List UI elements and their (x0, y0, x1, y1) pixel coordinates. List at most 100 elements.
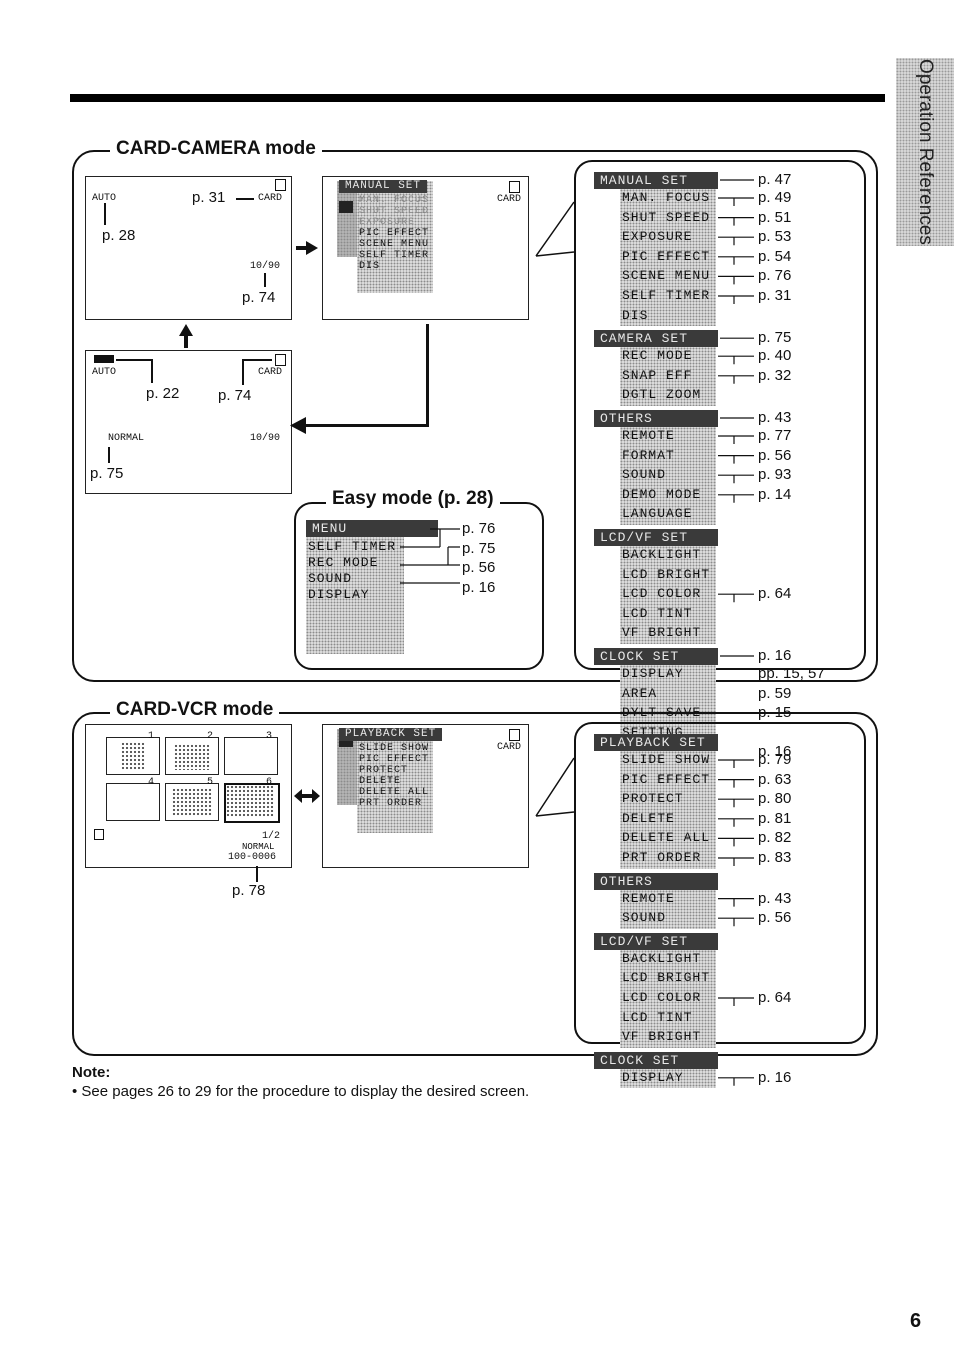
page-ref: p. 82 (758, 829, 792, 847)
auto-indicator: AUTO (92, 193, 117, 204)
menu-item: BACKLIGHT (622, 547, 702, 562)
easy-menu-header: MENU (306, 520, 438, 537)
menu-group-header: OTHERS (594, 410, 718, 427)
ref-p74: p. 74 (242, 289, 276, 306)
menu-item: DIS (622, 307, 649, 323)
page-ref: p. 31 (758, 287, 792, 304)
page-ref: p. 43 (758, 409, 792, 426)
card-indicator: CARD (497, 194, 522, 205)
thumbnail[interactable] (106, 737, 160, 775)
page-ref: p. 81 (758, 809, 792, 827)
menu-item: PIC EFFECT (622, 771, 711, 787)
menu-item: LCD COLOR (622, 586, 702, 602)
header-rule (70, 94, 885, 102)
thumbnail[interactable] (165, 783, 219, 821)
page-ref: p. 93 (758, 466, 792, 484)
page-ref: p. 64 (758, 989, 792, 1006)
menu-item: VF BRIGHT (622, 625, 702, 641)
menu-item: DISPLAY (622, 1069, 684, 1085)
card-indicator: CARD (258, 193, 283, 204)
menu-item: SELF TIMER (359, 250, 430, 261)
ref-connector (264, 273, 266, 287)
page-ref: p. 83 (758, 849, 792, 866)
easy-mode-title: Easy mode (p. 28) (326, 488, 500, 510)
callout-lines (535, 201, 575, 257)
camera-screen-normal: AUTO p. 31 CARD p. 28 10/90 p. 74 (85, 176, 292, 320)
leader-lines (400, 528, 460, 584)
leader-lines (718, 179, 754, 657)
page-number: 6 (910, 1310, 922, 1332)
camera-menu-tree (574, 160, 866, 670)
vcr-thumbnail-screen: 1 2 3 4 5 6 1/2 NORMAL 100-0006 (85, 724, 292, 868)
menu-item: PROTECT (359, 765, 409, 776)
menu-item: PRT ORDER (359, 798, 423, 809)
thumb-number: 3 (266, 731, 273, 742)
menu-group-header: CLOCK SET (594, 1051, 718, 1069)
menu-item: LANGUAGE (622, 506, 693, 522)
menu-item: FORMAT (622, 447, 675, 463)
menu-item: PIC EFFECT (359, 228, 430, 239)
menu-item: LCD TINT (622, 605, 693, 621)
menu-item: MAN. FOCUS (359, 195, 430, 206)
page-ref: p. 54 (758, 247, 792, 265)
page-ref: p. 16 (758, 1068, 792, 1086)
menu-item: DIS (359, 261, 381, 272)
page-ref: p. 49 (758, 189, 792, 206)
menu-item: LCD TINT (622, 1009, 693, 1025)
menu-item: PROTECT (622, 791, 684, 807)
ref-p31: p. 31 (192, 189, 226, 206)
thumbnail-image (174, 744, 210, 770)
arrow-left-icon (290, 417, 306, 434)
menu-item: LCD COLOR (622, 990, 702, 1005)
quality-indicator: NORMAL (242, 842, 275, 852)
thumbnail-image (172, 788, 212, 816)
thumbnail-selected[interactable] (224, 783, 280, 823)
ref-connector (236, 198, 254, 200)
card-indicator: CARD (497, 742, 522, 753)
card-indicator: CARD (258, 367, 283, 378)
menu-group-header: CLOCK SET (594, 648, 718, 665)
menu-item: VF BRIGHT (622, 1029, 702, 1045)
page-ref: p. 56 (462, 559, 496, 576)
menu-header: MANUAL SET (339, 180, 428, 193)
vcr-menu-screen: PLAYBACK SET CARD SLIDE SHOW PIC EFFECT … (322, 724, 529, 868)
menu-item: DELETE ALL (359, 787, 430, 798)
page-ref: p. 40 (758, 347, 792, 365)
page-ref: p. 80 (758, 790, 792, 808)
menu-item: REC MODE (622, 348, 693, 364)
menu-group-bg (620, 751, 716, 869)
quality-indicator: NORMAL (108, 433, 145, 444)
page-ref: p. 16 (758, 743, 792, 761)
thumb-number: 1 (148, 731, 155, 742)
ref-connector (104, 203, 106, 225)
menu-item: BACKLIGHT (622, 950, 702, 966)
thumbnail[interactable] (106, 783, 160, 821)
menu-list-bg (357, 181, 433, 293)
ref-connector (242, 359, 244, 385)
connector-line (426, 324, 429, 426)
menu-item: REMOTE (622, 428, 675, 443)
menu-group-header: PLAYBACK SET (594, 734, 718, 751)
page-ref: p. 14 (758, 485, 792, 503)
menu-group-header: LCD/VF SET (594, 932, 718, 950)
menu-item: DGTL ZOOM (622, 387, 702, 403)
ref-connector (151, 359, 153, 383)
menu-group-header: CAMERA SET (594, 330, 718, 348)
menu-item: MAN. FOCUS (622, 190, 711, 205)
thumbnail-image (121, 742, 145, 770)
menu-item: SCENE MENU (622, 268, 711, 284)
thumbnail[interactable] (165, 737, 219, 775)
page-ref: p. 77 (758, 427, 792, 444)
menu-item: SLIDE SHOW (622, 752, 711, 767)
menu-group-bg (620, 1068, 716, 1089)
thumbnail[interactable] (224, 737, 278, 775)
leader-lines (718, 759, 754, 1086)
card-vcr-title: CARD-VCR mode (110, 699, 280, 721)
page-ref: p. 56 (758, 446, 792, 464)
connector-line (302, 424, 429, 427)
frame-counter: 10/90 (250, 261, 281, 272)
arrow-right-icon (296, 241, 318, 255)
page-ref: p. 59 (758, 684, 792, 702)
menu-group-bg (620, 427, 716, 525)
menu-items: SLIDE SHOW PIC EFFECT PROTECT DELETE DEL… (359, 743, 429, 809)
